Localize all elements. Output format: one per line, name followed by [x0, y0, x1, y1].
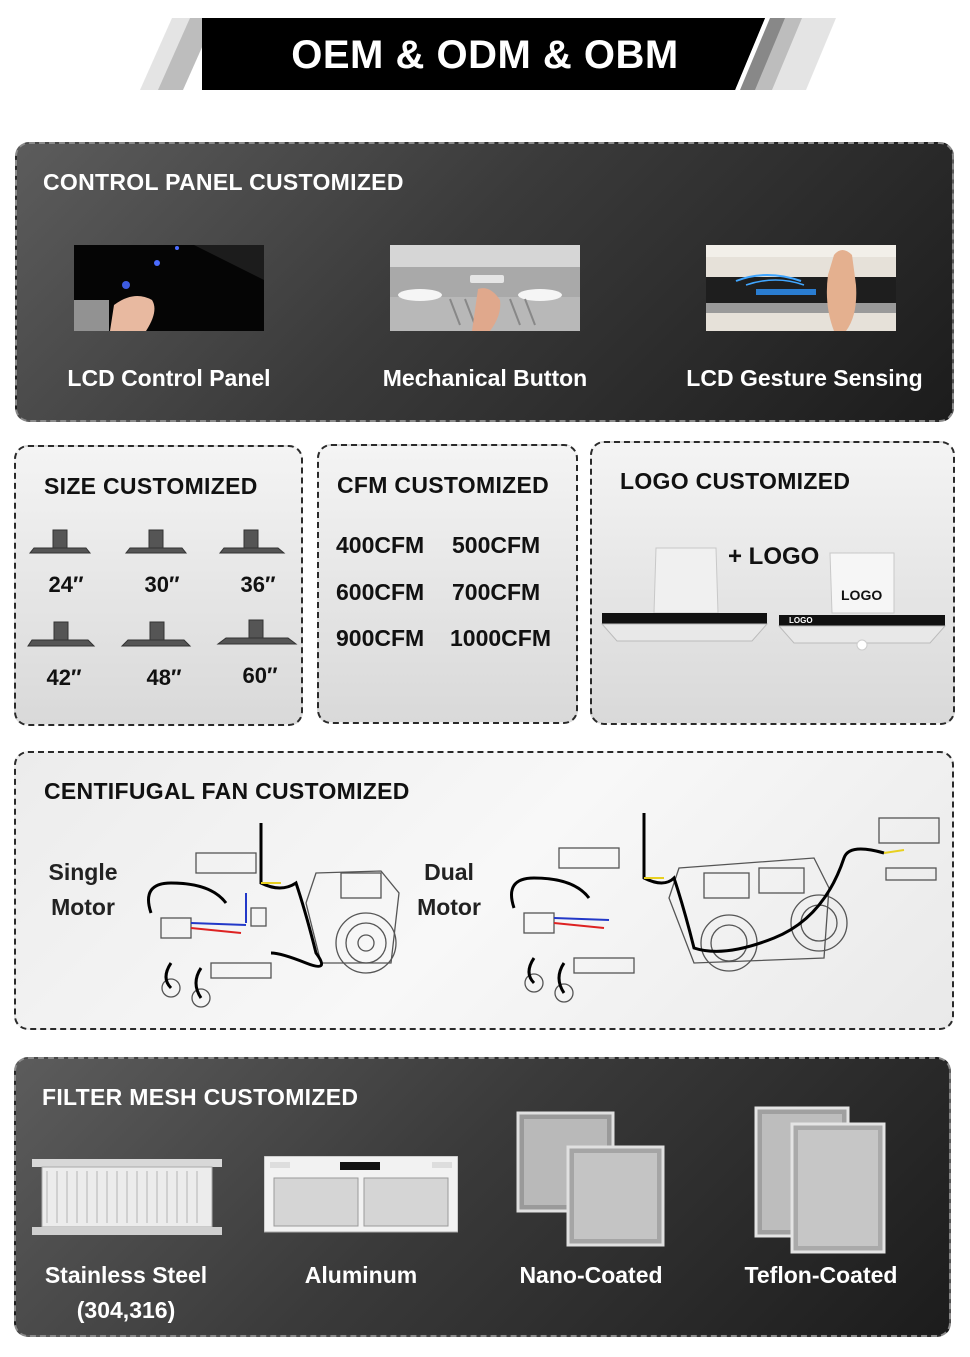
logo-section: LOGO CUSTOMIZED + LOGO LOGO LOGO — [590, 441, 955, 725]
single-motor-label: Single Motor — [38, 855, 128, 925]
nano-coated-image — [516, 1111, 665, 1247]
lcd-control-panel-label: LCD Control Panel — [67, 365, 271, 391]
teflon-coated-label: Teflon-Coated — [744, 1262, 898, 1288]
teflon-coated-image — [754, 1106, 886, 1254]
aluminum-label: Aluminum — [304, 1262, 418, 1288]
lcd-control-panel-image — [74, 245, 264, 331]
stainless-steel-image — [32, 1159, 222, 1235]
gesture-sensing-image — [706, 245, 896, 331]
control-panel-title: CONTROL PANEL CUSTOMIZED — [43, 169, 404, 195]
stainless-steel-grade: (304,316) — [76, 1297, 176, 1323]
single-motor-diagram — [147, 823, 400, 1008]
header-banner: OEM & ODM & OBM — [0, 0, 970, 110]
size-label-30: 30″ — [144, 572, 180, 597]
cfm-section: CFM CUSTOMIZED 400CFM 500CFM 600CFM 700C… — [317, 444, 578, 724]
dual-line2: Motor — [417, 894, 481, 920]
size-title: SIZE CUSTOMIZED — [44, 473, 258, 499]
cfm-400: 400CFM — [336, 532, 425, 558]
logo-hoods-graphic — [600, 547, 947, 651]
size-label-36: 36″ — [240, 572, 276, 597]
filter-title: FILTER MESH CUSTOMIZED — [42, 1084, 359, 1110]
size-section: SIZE CUSTOMIZED 24″ 30″ 36″ 42″ 48″ 60″ — [14, 445, 303, 726]
hood-logo-text: LOGO — [841, 587, 883, 603]
size-label-42: 42″ — [46, 665, 82, 690]
dual-line1: Dual — [424, 859, 474, 885]
size-hoods-graphic — [27, 529, 298, 647]
size-label-48: 48″ — [146, 665, 182, 690]
filter-section: FILTER MESH CUSTOMIZED Stainless Steel (… — [14, 1057, 951, 1337]
single-line1: Single — [48, 859, 118, 885]
fan-title: CENTIFUGAL FAN CUSTOMIZED — [44, 778, 410, 804]
control-panel-section: CONTROL PANEL CUSTOMIZED LCD Control Pan… — [15, 142, 954, 422]
aluminum-image — [264, 1156, 458, 1233]
nano-coated-label: Nano-Coated — [519, 1262, 663, 1288]
cfm-700: 700CFM — [452, 579, 541, 605]
plus-logo-label: + LOGO — [728, 543, 820, 570]
single-line2: Motor — [51, 894, 115, 920]
mechanical-button-label: Mechanical Button — [382, 365, 588, 391]
fan-section: CENTIFUGAL FAN CUSTOMIZED Single Motor D… — [14, 751, 954, 1030]
cfm-500: 500CFM — [452, 532, 541, 558]
size-label-60: 60″ — [242, 663, 278, 688]
cfm-600: 600CFM — [336, 579, 425, 605]
cfm-900: 900CFM — [336, 625, 425, 651]
dual-motor-label: Dual Motor — [404, 855, 494, 925]
panel-logo-text: LOGO — [789, 616, 813, 625]
logo-title: LOGO CUSTOMIZED — [620, 468, 851, 494]
stainless-steel-label: Stainless Steel — [44, 1262, 208, 1288]
page-title: OEM & ODM & OBM — [291, 32, 679, 77]
mechanical-button-image — [390, 245, 580, 331]
header-stripes-graphic — [140, 18, 836, 90]
cfm-title: CFM CUSTOMIZED — [337, 472, 550, 498]
cfm-1000: 1000CFM — [450, 625, 551, 651]
gesture-sensing-label: LCD Gesture Sensing — [686, 365, 923, 391]
dual-motor-diagram — [510, 813, 940, 1003]
size-label-24: 24″ — [48, 572, 84, 597]
